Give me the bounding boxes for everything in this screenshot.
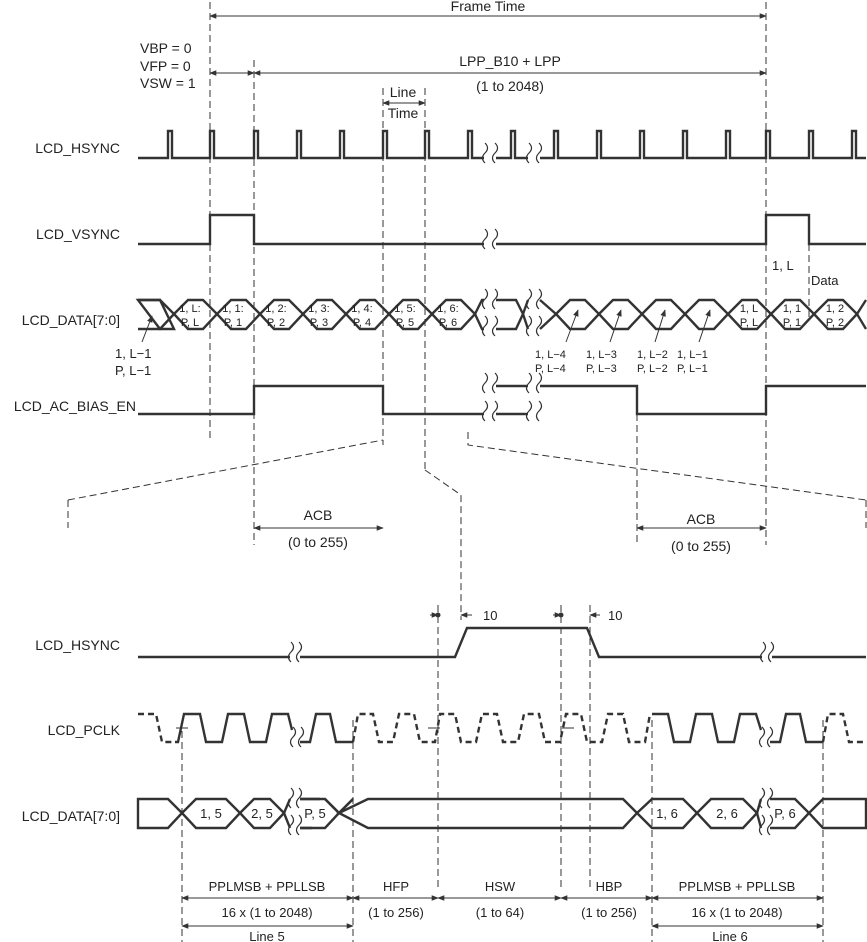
callout-l3-line1: 1, L−3: [586, 349, 617, 361]
data-cell-2-line2: P, 1: [224, 317, 242, 329]
callout-data: Data: [811, 273, 839, 288]
lcd-hsync-waveform-top: [138, 129, 866, 164]
signal-name-lcd-pclk: LCD_PCLK: [48, 722, 121, 738]
vertical-porch-labels: VBP = 0 VFP = 0 VSW = 1: [140, 40, 255, 545]
data-cell-10-line1: 1, 2: [826, 303, 844, 315]
callout-l4-line2: P, L−4: [535, 363, 566, 375]
frame-time-dimension: Frame Time: [209, 0, 767, 545]
data-cell-6-line2: P, 5: [396, 317, 414, 329]
horizontal-timing-dimensions: PPLMSB + PPLLSB 16 x (1 to 2048) Line 5 …: [181, 879, 824, 942]
signal-name-lcd-ac-bias-en: LCD_AC_BIAS_EN: [14, 398, 136, 414]
ppl-label-2: PPLMSB + PPLLSB: [679, 879, 796, 894]
lpp-range-label: (1 to 2048): [476, 78, 544, 94]
vfp-label: VFP = 0: [140, 58, 191, 74]
line-time-label-2: Time: [388, 105, 419, 121]
lpp-dimension: LPP_B10 + LPP (1 to 2048): [253, 53, 767, 94]
detail-cell-p-5: P, 5: [304, 806, 325, 821]
vbp-label: VBP = 0: [140, 40, 192, 56]
lcd-pclk-waveform: [138, 712, 866, 748]
callout-first-line2: P, L−1: [115, 363, 151, 378]
hfp-label: HFP: [383, 879, 409, 894]
lpp-label: LPP_B10 + LPP: [459, 53, 561, 69]
acb-label-2: ACB: [687, 511, 716, 527]
data-cell-1-line2: P, L: [181, 317, 199, 329]
line-time-label-1: Line: [390, 84, 417, 100]
acb-range-label-2: (0 to 255): [671, 538, 731, 554]
hbp-label: HBP: [596, 879, 623, 894]
ppl-range-label-2: 16 x (1 to 2048): [691, 905, 782, 920]
data-cell-4-line1: 1, 3:: [308, 303, 329, 315]
lcd-ac-bias-en-waveform: [138, 372, 866, 422]
data-cell-2-line1: 1, 1:: [222, 303, 243, 315]
ppl-range-label-1: 16 x (1 to 2048): [221, 905, 312, 920]
line6-label: Line 6: [712, 929, 747, 942]
frame-time-label: Frame Time: [451, 0, 526, 14]
data-callouts-top: 1, L−1 P, L−1 1, L−4 P, L−4 1, L−3 P, L−…: [115, 244, 839, 378]
callout-l1-line1: 1, L−1: [677, 349, 708, 361]
data-cell-9-line2: P, 1: [783, 317, 801, 329]
line5-label: Line 5: [249, 929, 284, 942]
acb-range-label-1: (0 to 255): [288, 534, 348, 550]
line-time-dimension: Line Time: [382, 84, 426, 470]
data-cell-1-line1: 1, L:: [179, 303, 200, 315]
callout-l3-line2: P, L−3: [586, 363, 617, 375]
signal-name-lcd-data-detail: LCD_DATA[7:0]: [22, 808, 120, 824]
callout-l4-line1: 1, L−4: [535, 349, 566, 361]
hsw-range-label: (1 to 64): [476, 905, 524, 920]
signal-name-lcd-hsync-detail: LCD_HSYNC: [35, 637, 120, 653]
signal-name-lcd-hsync: LCD_HSYNC: [35, 140, 120, 156]
signal-name-lcd-vsync: LCD_VSYNC: [36, 226, 120, 242]
callout-l2-line1: 1, L−2: [637, 349, 668, 361]
acb-dimension-2: ACB (0 to 255): [636, 511, 767, 554]
zoom-guide-lines: [67, 414, 867, 620]
detail-cell-1-5: 1, 5: [200, 806, 222, 821]
data-cell-3-line1: 1, 2:: [265, 303, 286, 315]
data-cell-7-line1: 1, 6:: [437, 303, 458, 315]
hfp-range-label: (1 to 256): [368, 905, 424, 920]
data-cell-5-line2: P, 4: [353, 317, 371, 329]
data-cell-9-line1: 1, 1: [783, 303, 801, 315]
delay-label-1: 10: [483, 608, 497, 623]
callout-one-l: 1, L: [772, 258, 794, 273]
lcd-hsync-waveform-detail: [138, 626, 866, 663]
data-cell-5-line1: 1, 4:: [351, 303, 372, 315]
data-cell-7-line2: P, 6: [439, 317, 457, 329]
detail-cell-2-5: 2, 5: [251, 806, 273, 821]
vsw-label: VSW = 1: [140, 75, 196, 91]
acb-dimension-1: ACB (0 to 255): [253, 507, 384, 550]
hsync-delay-markers: 10 10: [430, 608, 622, 623]
callout-l2-line2: P, L−2: [637, 363, 668, 375]
detail-cell-p-6: P, 6: [774, 806, 795, 821]
detail-reference-lines: [181, 605, 824, 942]
delay-label-2: 10: [608, 608, 622, 623]
signal-name-lcd-data: LCD_DATA[7:0]: [22, 312, 120, 328]
hsw-label: HSW: [485, 879, 516, 894]
lcd-vsync-waveform: [138, 213, 866, 250]
ppl-label-1: PPLMSB + PPLLSB: [209, 879, 326, 894]
lcd-data-bus-top: 1, L: P, L 1, 1: P, 1 1, 2: P, 2 1, 3: P…: [135, 288, 867, 337]
data-cell-3-line2: P, 2: [267, 317, 285, 329]
data-cell-8-line1: 1, L: [740, 303, 758, 315]
hbp-range-label: (1 to 256): [581, 905, 637, 920]
detail-cell-2-6: 2, 6: [716, 806, 738, 821]
callout-first-line1: 1, L−1: [115, 346, 152, 361]
callout-l1-line2: P, L−1: [677, 363, 708, 375]
data-cell-4-line2: P, 3: [310, 317, 328, 329]
data-cell-8-line2: P, L: [740, 317, 758, 329]
data-cell-6-line1: 1, 5:: [394, 303, 415, 315]
acb-label-1: ACB: [304, 507, 333, 523]
lcd-data-bus-detail: 1, 5 2, 5 P, 5 1, 6 2, 6 P, 6: [136, 787, 867, 836]
data-cell-10-line2: P, 2: [826, 317, 844, 329]
detail-cell-1-6: 1, 6: [656, 806, 678, 821]
